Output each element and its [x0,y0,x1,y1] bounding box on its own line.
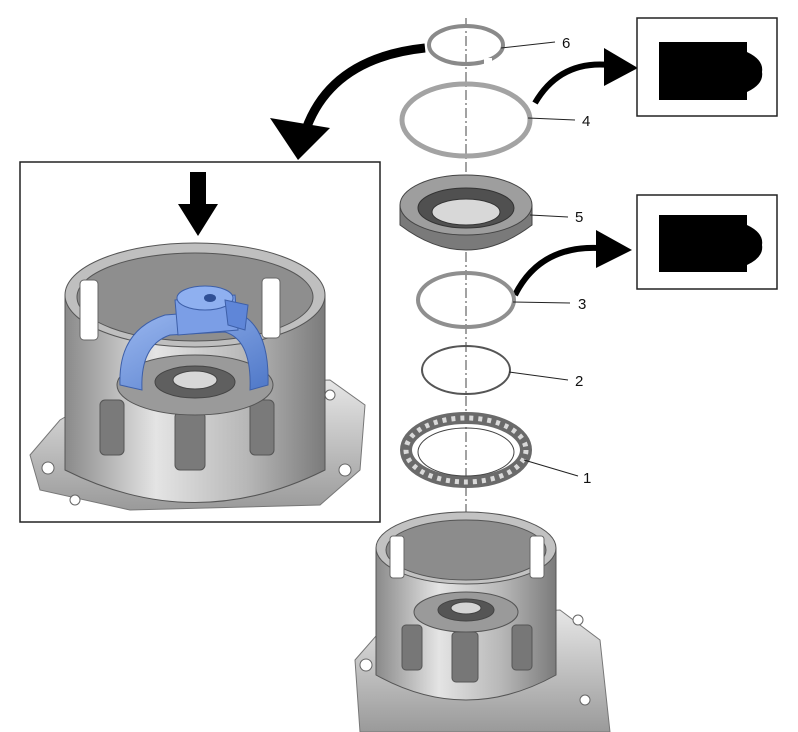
callout-number: 2 [575,373,583,390]
cross-section-icon [659,42,763,100]
callout-6: 6 [500,35,570,52]
cross-section-detail-lower [636,194,778,290]
callout-2: 2 [508,371,583,390]
callout-4: 4 [527,113,590,130]
callout-1: 1 [523,459,591,487]
part-3-ring [416,271,516,329]
inset-detail [19,161,381,523]
callout-number: 6 [562,35,570,52]
part-4-ring [399,81,533,159]
curved-arrow-icon [270,43,426,160]
curved-arrow-icon [512,230,632,297]
special-tool-blue [119,285,269,391]
cross-section-detail-upper [636,17,778,117]
callout-number: 4 [582,113,590,130]
curved-arrow-icon [532,48,638,105]
part-6-snap-ring [427,24,505,66]
cross-section-icon [659,215,763,272]
callout-number: 3 [578,296,586,313]
part-1-roller-bearing [400,412,532,488]
callout-5: 5 [529,209,583,226]
part-2-ring [421,345,511,395]
down-arrow-icon [178,172,218,236]
transmission-housing [354,511,611,732]
part-5-piston [399,174,533,251]
callout-3: 3 [512,296,586,313]
callout-number: 5 [575,209,583,226]
callout-number: 1 [583,470,591,487]
